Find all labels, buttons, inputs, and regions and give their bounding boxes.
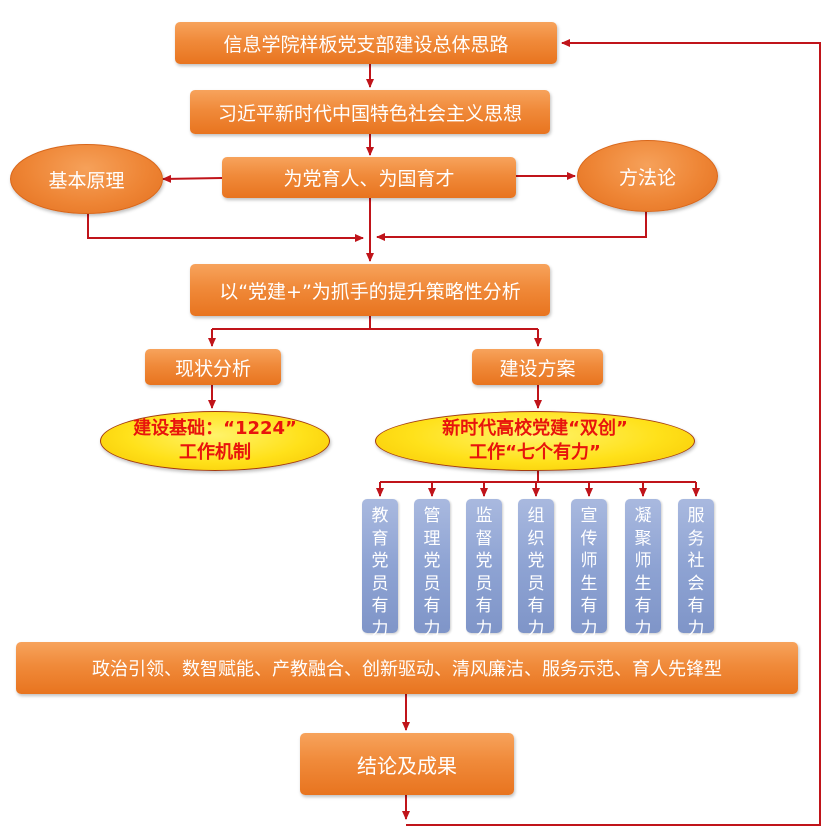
left-oval: 基本原理 bbox=[10, 144, 163, 214]
result-box: 结论及成果 bbox=[300, 733, 514, 795]
item-box-1: 教育党员有力 bbox=[362, 499, 398, 639]
analysis-box: 以“党建+”为抓手的提升策略性分析 bbox=[190, 264, 550, 316]
arrow-feedback-loop bbox=[406, 39, 821, 826]
item-box-4: 组织党员有力 bbox=[518, 499, 554, 639]
item-box-6: 凝聚师生有力 bbox=[625, 499, 661, 639]
plan-oval: 新时代高校党建“双创” 工作“七个有力” bbox=[375, 411, 695, 471]
item-label: 组织党员有力 bbox=[527, 506, 545, 639]
mission-box: 为党育人、为国育才 bbox=[222, 157, 516, 198]
plan-box: 建设方案 bbox=[472, 349, 603, 385]
item-label: 凝聚师生有力 bbox=[634, 506, 652, 639]
item-label: 服务社会有力 bbox=[687, 506, 705, 639]
item-box-3: 监督党员有力 bbox=[466, 499, 502, 639]
item-label: 监督党员有力 bbox=[475, 506, 493, 639]
arrow-left-oval-merge bbox=[87, 212, 364, 242]
arrow-right-oval-merge bbox=[376, 210, 647, 241]
status-box: 现状分析 bbox=[145, 349, 281, 385]
foundation-oval-line1: 建设基础：“1224” bbox=[133, 418, 297, 439]
foundation-oval: 建设基础：“1224” 工作机制 bbox=[100, 411, 330, 471]
thought-box: 习近平新时代中国特色社会主义思想 bbox=[190, 90, 550, 134]
arrow-mission-to-left-oval bbox=[162, 174, 223, 183]
right-oval: 方法论 bbox=[577, 140, 718, 212]
item-label: 宣传师生有力 bbox=[580, 506, 598, 639]
models-box: 政治引领、数智赋能、产教融合、创新驱动、清风廉洁、服务示范、育人先锋型 bbox=[16, 642, 798, 694]
item-box-7: 服务社会有力 bbox=[678, 499, 714, 639]
item-label: 管理党员有力 bbox=[423, 506, 441, 639]
plan-oval-line2: 工作“七个有力” bbox=[469, 442, 601, 463]
plan-oval-line1: 新时代高校党建“双创” bbox=[442, 418, 628, 439]
item-label: 教育党员有力 bbox=[371, 506, 389, 639]
foundation-oval-line2: 工作机制 bbox=[178, 442, 251, 463]
item-box-5: 宣传师生有力 bbox=[571, 499, 607, 639]
item-box-2: 管理党员有力 bbox=[414, 499, 450, 639]
top-box: 信息学院样板党支部建设总体思路 bbox=[175, 22, 557, 64]
